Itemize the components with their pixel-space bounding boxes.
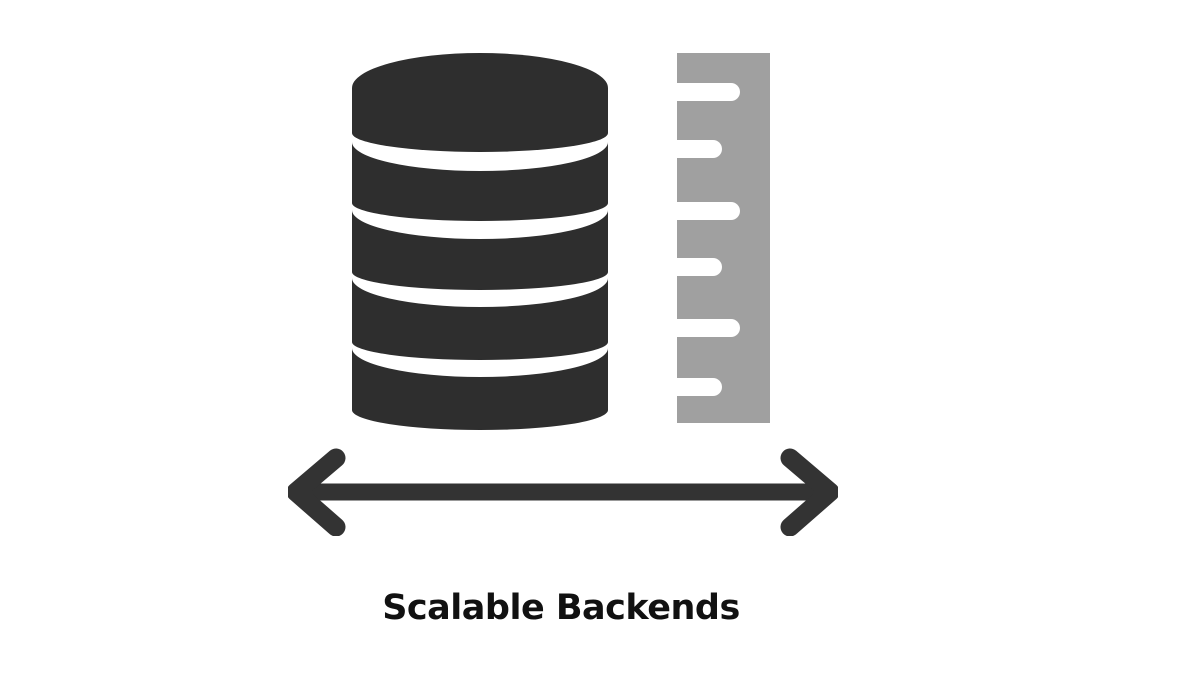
ruler-tick-long — [677, 202, 740, 220]
ruler-tick-short — [677, 378, 722, 396]
ruler-body — [677, 53, 770, 423]
database-icon — [352, 53, 608, 430]
ruler-icon — [677, 53, 770, 423]
database-top-disk — [352, 53, 608, 152]
caption-title: Scalable Backends — [382, 588, 740, 628]
database-band — [352, 142, 608, 221]
database-band — [352, 278, 608, 360]
ruler-tick-long — [677, 319, 740, 337]
ruler-tick-short — [677, 258, 722, 276]
left-right-arrow-icon — [288, 448, 838, 536]
arrow-head-right — [780, 448, 838, 536]
database-band — [352, 348, 608, 430]
ruler-tick-long — [677, 83, 740, 101]
database-band — [352, 210, 608, 290]
arrow-head-left — [288, 448, 346, 536]
ruler-tick-short — [677, 140, 722, 158]
